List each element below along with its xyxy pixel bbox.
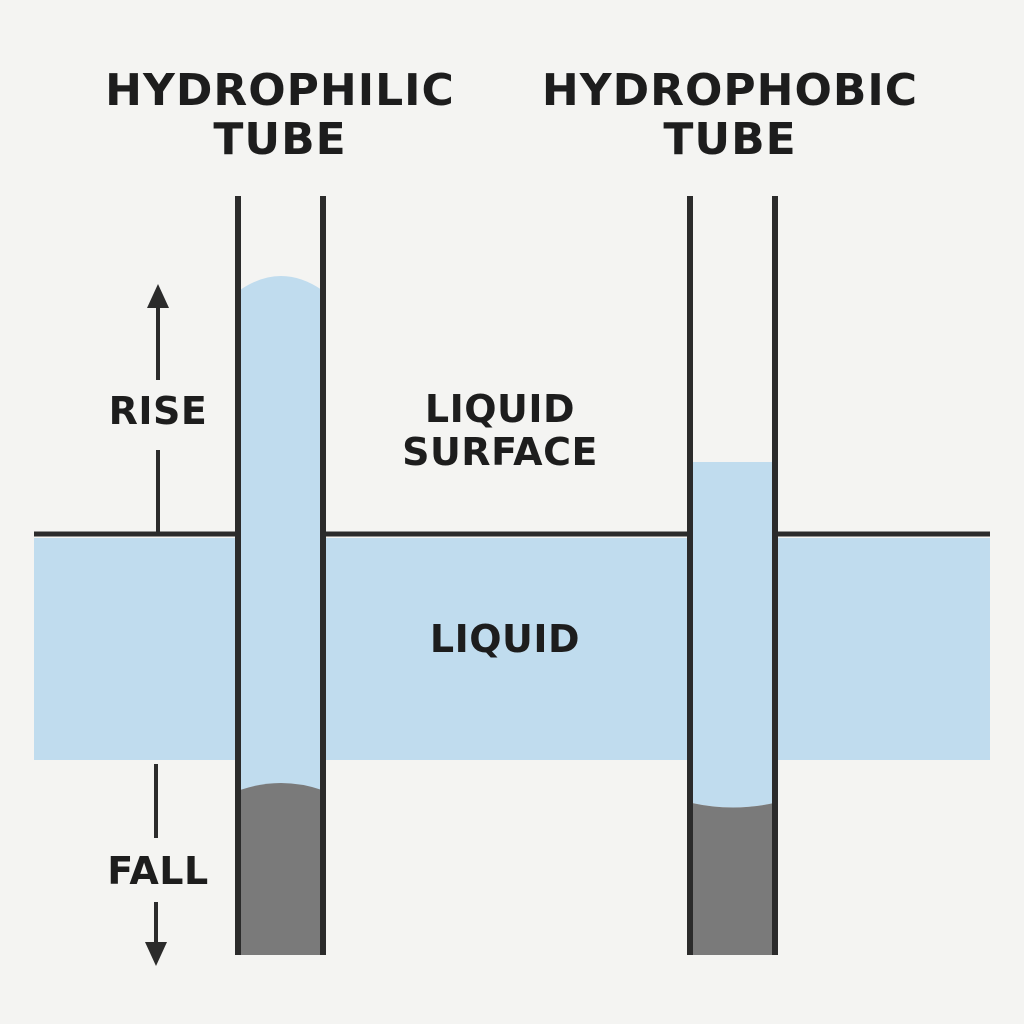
liquid-surface-label-line1: LIQUID <box>424 387 576 431</box>
fall-label: FALL <box>107 849 209 893</box>
hydrophilic-tube-liquid-column <box>240 276 322 790</box>
hydrophobic-title-line2: TUBE <box>663 114 797 166</box>
liquid-bath <box>34 538 990 760</box>
hydrophobic-title-line1: HYDROPHOBIC <box>541 65 919 116</box>
hydrophobic-tube-dark-fill <box>692 803 774 955</box>
liquid-surface-label-line2: SURFACE <box>402 429 598 474</box>
rise-arrow-head-icon <box>147 284 169 308</box>
liquid-surface-label: LIQUID SURFACE <box>370 388 630 473</box>
fall-arrow-head-icon <box>145 942 167 966</box>
hydrophobic-tube-title: HYDROPHOBIC TUBE <box>540 66 920 165</box>
hydrophilic-tube-title: HYDROPHILIC TUBE <box>100 66 460 165</box>
rise-label: RISE <box>108 389 208 433</box>
hydrophilic-tube-dark-fill <box>240 783 322 955</box>
hydrophilic-title-line2: TUBE <box>213 114 347 166</box>
hydrophilic-title-line1: HYDROPHILIC <box>105 65 455 116</box>
liquid-label: LIQUID <box>429 617 581 661</box>
hydrophobic-tube-liquid-column <box>692 462 774 808</box>
